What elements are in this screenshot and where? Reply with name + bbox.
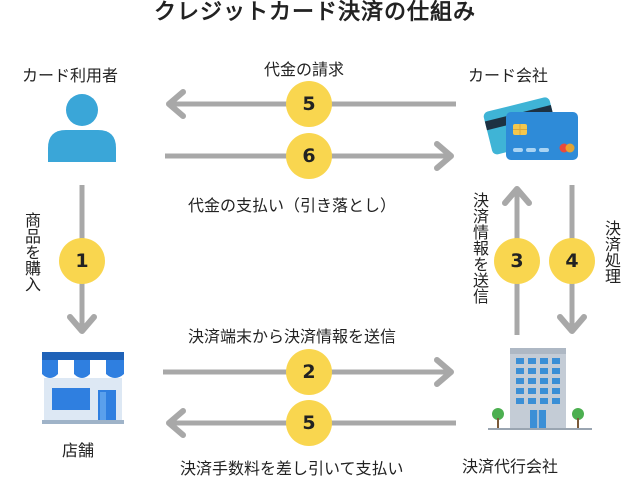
actor-label-user: カード利用者 [22,66,119,85]
actor-label-agency: 決済代行会社 [462,457,559,476]
step6-badge: 6 [286,133,332,179]
storefront-icon [42,352,124,424]
step3-label: 決済情報を送信 [470,192,489,304]
step4-badge: 4 [549,238,595,284]
office-building-icon [488,348,592,430]
step2-label: 決済端末から決済情報を送信 [188,327,397,346]
step6-label: 代金の支払い（引き落とし） [188,196,397,215]
step5-bottom-badge: 5 [286,400,332,446]
step4-label: 決済処理 [602,220,621,284]
person-icon [48,94,116,162]
step5-bottom-label: 決済手数料を差し引いて支払い [180,459,404,478]
actor-label-store: 店舗 [62,441,95,460]
actor-label-card-company: カード会社 [468,66,549,85]
diagram-title: クレジットカード決済の仕組み [153,0,476,25]
step1-badge: 1 [59,238,105,284]
step5-top-badge: 5 [286,81,332,127]
step2-badge: 2 [286,349,332,395]
credit-cards-icon [483,97,578,160]
step3-badge: 3 [494,238,540,284]
step5-top-label: 代金の請求 [264,60,345,79]
step1-label: 商品を購入 [22,212,41,292]
